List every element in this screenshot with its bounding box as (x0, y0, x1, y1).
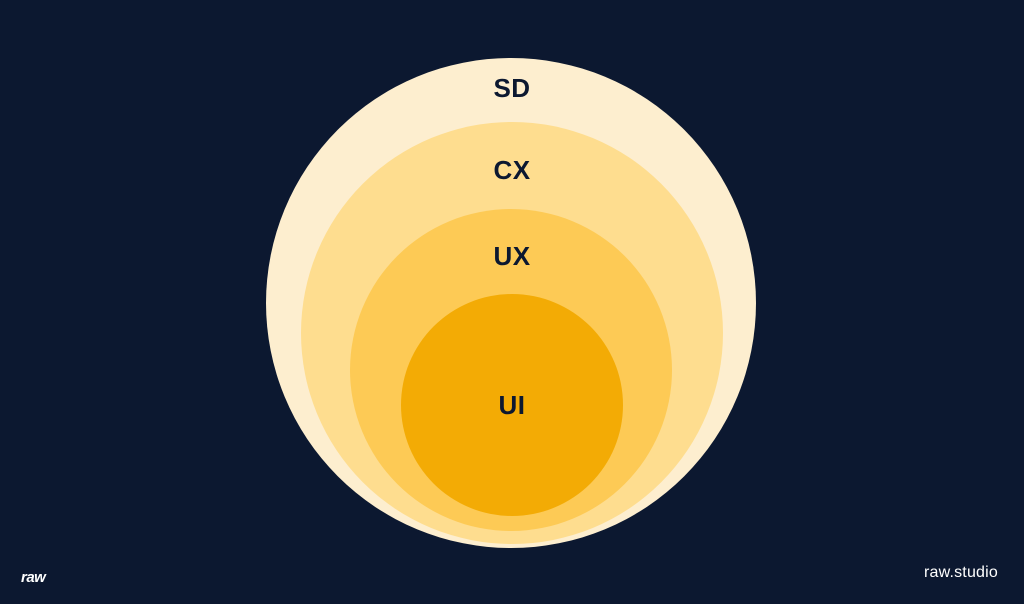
logo-text: raw (21, 569, 47, 585)
brand-text: raw.studio (923, 564, 998, 581)
ux-label: UX (493, 241, 531, 271)
ui-label: UI (498, 390, 526, 420)
cx-label: CX (493, 155, 531, 185)
sd-label: SD (493, 73, 531, 103)
ui-circle (401, 294, 623, 516)
raw-logo: raw (21, 569, 48, 585)
